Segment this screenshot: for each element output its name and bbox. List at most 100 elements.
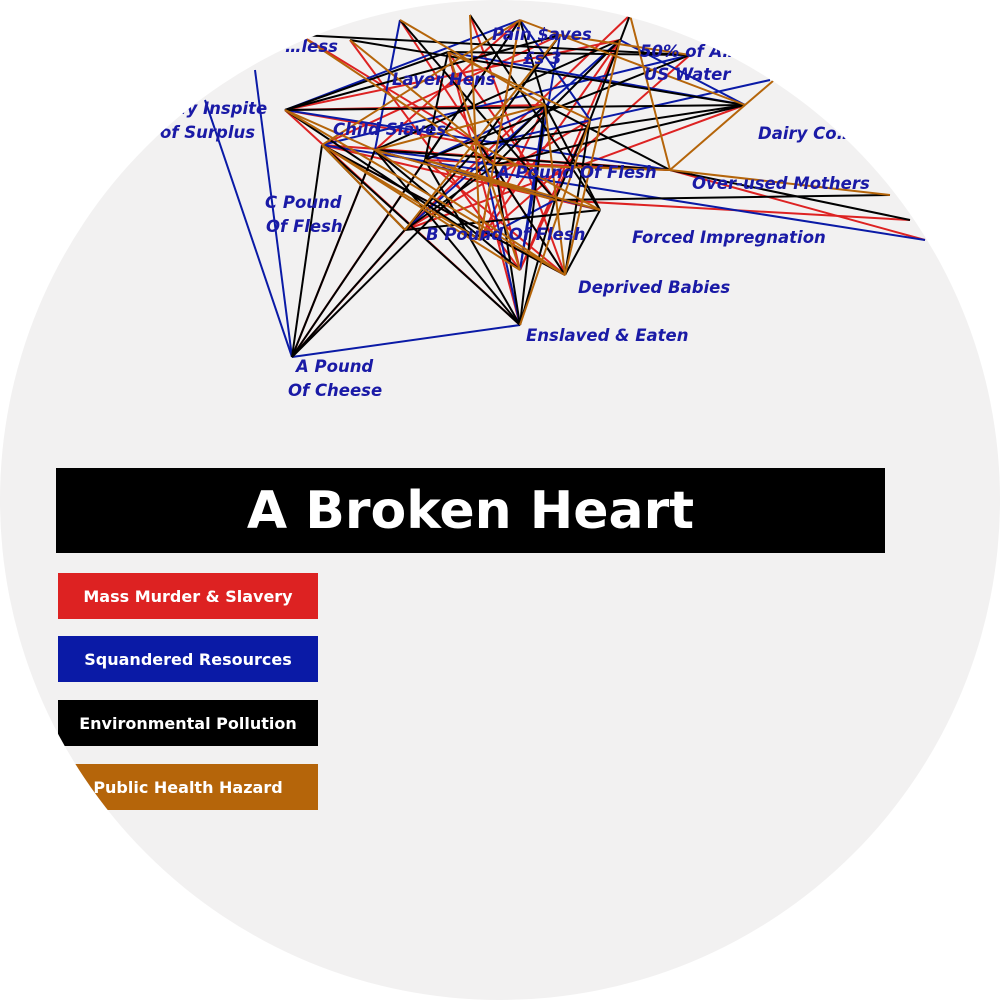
edge-line bbox=[284, 109, 376, 151]
legend-label: Environmental Pollution bbox=[79, 713, 297, 733]
node-label-c-pound-line2: Of Flesh bbox=[266, 217, 343, 236]
node-label-inspite: …y Inspite bbox=[170, 99, 267, 118]
edge-line bbox=[494, 104, 746, 166]
node-label-child-slaves: Child Slaves bbox=[333, 120, 446, 139]
edge-line bbox=[349, 39, 746, 106]
legend-item-mass-murder-slavery: Mass Murder & Slavery bbox=[58, 573, 318, 619]
edge-line bbox=[374, 39, 621, 151]
edge-line bbox=[469, 14, 601, 211]
edge-line bbox=[479, 104, 746, 146]
node-label-wasteless: …less bbox=[285, 37, 338, 56]
edge-line bbox=[284, 104, 746, 111]
edge-line bbox=[669, 169, 891, 196]
edge-line bbox=[447, 51, 691, 56]
edge-line bbox=[494, 39, 621, 166]
edge-line bbox=[564, 209, 601, 276]
edge-line bbox=[479, 19, 521, 241]
edge-line bbox=[447, 51, 521, 271]
edge-line bbox=[469, 14, 481, 241]
node-label-c-pound: C Pound bbox=[265, 193, 342, 212]
node-label-us-water: 50% of A… bbox=[640, 42, 739, 61]
edge-line bbox=[669, 169, 911, 221]
node-label-ls3: £s 3 bbox=[523, 49, 562, 68]
edge-line bbox=[424, 159, 521, 326]
edge-line bbox=[374, 19, 401, 151]
edge-line bbox=[629, 14, 671, 171]
edge-line bbox=[299, 34, 691, 56]
edge-line bbox=[479, 144, 521, 326]
edge-line bbox=[374, 149, 496, 166]
edge-line bbox=[374, 149, 566, 276]
edge-line bbox=[669, 169, 926, 241]
edge-line bbox=[619, 39, 746, 106]
edge-line bbox=[447, 51, 521, 326]
node-label-b-pound: B Pound Of Flesh bbox=[426, 225, 585, 244]
edge-line bbox=[204, 99, 293, 358]
edge-line bbox=[321, 144, 406, 231]
edge-line bbox=[479, 79, 771, 146]
legend-item-public-health-hazard: Public Health Hazard bbox=[58, 764, 318, 810]
edge-line bbox=[321, 144, 926, 241]
labels-layer: …less Pain $aves £s 3 50% of A… US Water …y I… bbox=[160, 25, 870, 400]
edge-line bbox=[254, 69, 293, 358]
edge-line bbox=[284, 109, 481, 241]
legend-label: Mass Murder & Slavery bbox=[83, 586, 293, 606]
edge-line bbox=[544, 104, 601, 211]
edges-layer bbox=[204, 14, 926, 358]
node-label-layer-hens: Layer Hens bbox=[392, 70, 496, 89]
edge-line bbox=[299, 34, 496, 166]
edge-line bbox=[519, 19, 746, 106]
edge-line bbox=[589, 14, 631, 121]
edge-line bbox=[284, 39, 621, 111]
node-label-forced-impregnation: Forced Impregnation bbox=[632, 228, 826, 247]
legend-item-squandered-resources: Squandered Resources bbox=[58, 636, 318, 682]
edge-line bbox=[284, 109, 566, 276]
edge-line bbox=[554, 194, 891, 201]
edge-line bbox=[564, 39, 621, 276]
edge-line bbox=[374, 149, 521, 271]
edge-line bbox=[399, 19, 556, 201]
node-label-a-pound-cheese-line2: Of Cheese bbox=[288, 381, 382, 400]
edge-line bbox=[479, 144, 601, 211]
edge-line bbox=[424, 159, 601, 211]
node-label-a-pound-cheese: A Pound bbox=[294, 357, 373, 376]
node-label-us-water-line2: US Water bbox=[644, 65, 731, 84]
edge-line bbox=[519, 104, 546, 271]
edge-line bbox=[374, 149, 521, 326]
edge-line bbox=[744, 74, 781, 106]
edge-line bbox=[291, 324, 521, 358]
legend-label: Public Health Hazard bbox=[93, 777, 283, 797]
node-label-enslaved-eaten: Enslaved & Eaten bbox=[526, 326, 689, 345]
edge-line bbox=[291, 144, 481, 358]
edge-line bbox=[519, 199, 556, 326]
edge-line bbox=[321, 144, 521, 326]
edge-line bbox=[321, 144, 566, 276]
edge-line bbox=[284, 19, 521, 111]
edge-line bbox=[321, 144, 521, 271]
legend-label: Squandered Resources bbox=[84, 649, 292, 669]
edge-line bbox=[291, 144, 323, 358]
edge-line bbox=[374, 149, 556, 201]
node-label-over-used-mothers: Over-used Mothers bbox=[692, 174, 870, 193]
edge-line bbox=[669, 104, 746, 171]
node-label-pain-saves: Pain $aves bbox=[492, 25, 592, 44]
edge-line bbox=[299, 34, 481, 146]
edge-line bbox=[494, 164, 671, 171]
diagram-title: A Broken Heart bbox=[246, 480, 695, 541]
edge-line bbox=[559, 34, 691, 56]
node-label-inspite-line2: of Surplus bbox=[160, 123, 255, 142]
edge-line bbox=[424, 104, 546, 161]
edge-line bbox=[291, 104, 546, 358]
node-label-deprived-babies: Deprived Babies bbox=[578, 278, 730, 297]
edge-line bbox=[519, 104, 546, 326]
edge-line bbox=[374, 104, 546, 151]
edge-line bbox=[544, 104, 566, 276]
edge-line bbox=[284, 51, 449, 111]
edge-line bbox=[519, 19, 546, 106]
edge-line bbox=[321, 19, 521, 146]
title-banner: A Broken Heart bbox=[56, 468, 885, 553]
legend-item-environmental-pollution: Environmental Pollution bbox=[58, 700, 318, 746]
node-label-dairy-cows: Dairy Co… bbox=[758, 124, 853, 143]
